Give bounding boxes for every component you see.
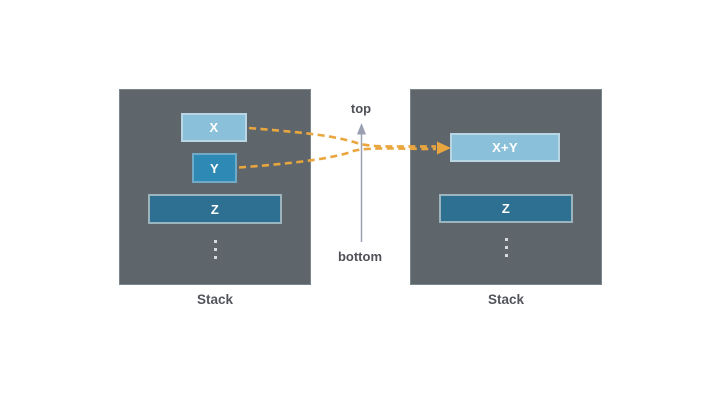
vertical-ellipsis-icon — [411, 238, 601, 257]
left-stack-item-y: Y — [192, 153, 237, 183]
ellipsis-dot — [213, 248, 217, 251]
vertical-ellipsis-icon — [120, 240, 310, 259]
ellipsis-dot — [213, 240, 217, 243]
left-stack-caption: Stack — [196, 292, 234, 307]
left-stack: X Y Z — [119, 89, 311, 285]
left-stack-item-z: Z — [148, 194, 282, 224]
ellipsis-dot — [504, 246, 508, 249]
axis-bottom-label: bottom — [337, 249, 383, 264]
axis-arrowhead-icon — [357, 123, 366, 135]
ellipsis-dot — [504, 254, 508, 257]
ellipsis-dot — [213, 256, 217, 259]
right-stack-item-z: Z — [439, 194, 573, 223]
ellipsis-dot — [504, 238, 508, 241]
right-stack: X+Y Z — [410, 89, 602, 285]
right-stack-item-xy: X+Y — [450, 133, 560, 162]
right-stack-caption: Stack — [487, 292, 525, 307]
axis-top-label: top — [350, 101, 372, 116]
left-stack-item-x: X — [181, 113, 247, 142]
